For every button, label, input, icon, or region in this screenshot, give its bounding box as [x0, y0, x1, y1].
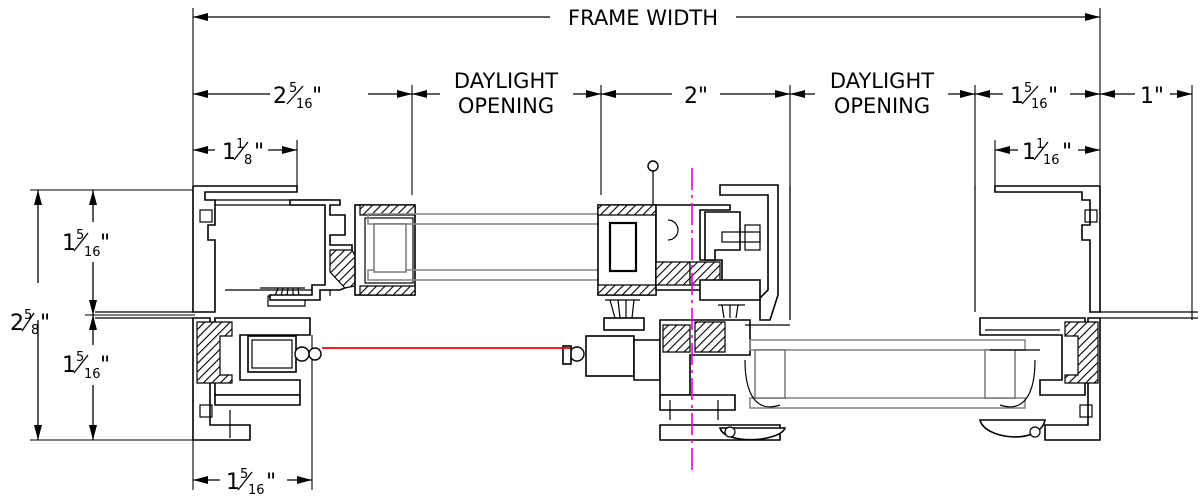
svg-text:1: 1 [1022, 140, 1036, 165]
dim-1-5-16-top: 1 5 16 " [1010, 81, 1058, 112]
frame-width-label: FRAME WIDTH [568, 6, 718, 30]
svg-text:5: 5 [240, 467, 248, 482]
svg-text:1: 1 [1036, 137, 1044, 152]
svg-text:": " [1062, 140, 1072, 165]
dim-right-edge: 1" [1140, 84, 1164, 109]
left-jamb-frame [192, 185, 331, 441]
svg-text:16: 16 [248, 483, 265, 498]
dim-bottom: 1 5 16 " [226, 467, 276, 498]
svg-text:16: 16 [84, 245, 101, 260]
dim-1-1-8: 1 1 8 " [222, 137, 264, 168]
right-glazing [744, 339, 1036, 409]
dim-left-upper: 1 5 16 " [62, 228, 110, 260]
svg-text:": " [1048, 84, 1058, 109]
svg-text:2: 2 [10, 311, 24, 336]
svg-text:1: 1 [226, 470, 240, 495]
daylight-opening-right-line1: DAYLIGHT [830, 69, 934, 93]
dim-center: 2" [684, 84, 708, 109]
sill-lines [95, 186, 1198, 320]
svg-text:5: 5 [289, 81, 297, 96]
dimension-lines [30, 8, 1193, 490]
dim-2-5-16: 2 5 16 " [273, 81, 322, 112]
svg-text:5: 5 [76, 228, 84, 243]
svg-text:": " [40, 311, 50, 336]
right-jamb-frame [718, 185, 1101, 441]
svg-text:8: 8 [244, 153, 252, 168]
svg-text:5: 5 [1024, 81, 1032, 96]
dim-1-1-16: 1 1 16 " [1022, 137, 1072, 168]
daylight-opening-left-line2: OPENING [458, 94, 554, 118]
svg-text:16: 16 [296, 97, 313, 112]
svg-text:16: 16 [1031, 97, 1048, 112]
svg-text:": " [100, 231, 110, 256]
svg-text:1: 1 [62, 231, 76, 256]
svg-text:5: 5 [76, 350, 84, 365]
svg-text:": " [100, 353, 110, 378]
daylight-opening-right-line2: OPENING [834, 94, 930, 118]
right-interlock [699, 184, 790, 326]
svg-text:16: 16 [1043, 153, 1060, 168]
svg-text:1: 1 [236, 137, 244, 152]
svg-text:8: 8 [31, 323, 39, 338]
svg-text:16: 16 [84, 367, 101, 382]
svg-text:": " [266, 470, 276, 495]
dim-left-total: 2 5 8 " [10, 308, 50, 338]
svg-text:": " [312, 84, 322, 109]
center-meeting-rail [562, 160, 781, 441]
svg-text:5: 5 [24, 308, 32, 323]
dimension-text: FRAME WIDTH 2 5 16 " DAYLIGHT OPENING 2"… [10, 6, 1164, 498]
daylight-opening-left-line1: DAYLIGHT [454, 69, 558, 93]
svg-text:1: 1 [1010, 84, 1024, 109]
svg-text:1: 1 [62, 353, 76, 378]
dim-left-lower: 1 5 16 " [62, 350, 110, 382]
svg-text:1: 1 [222, 140, 236, 165]
svg-text:2: 2 [273, 84, 287, 109]
svg-text:": " [254, 140, 264, 165]
